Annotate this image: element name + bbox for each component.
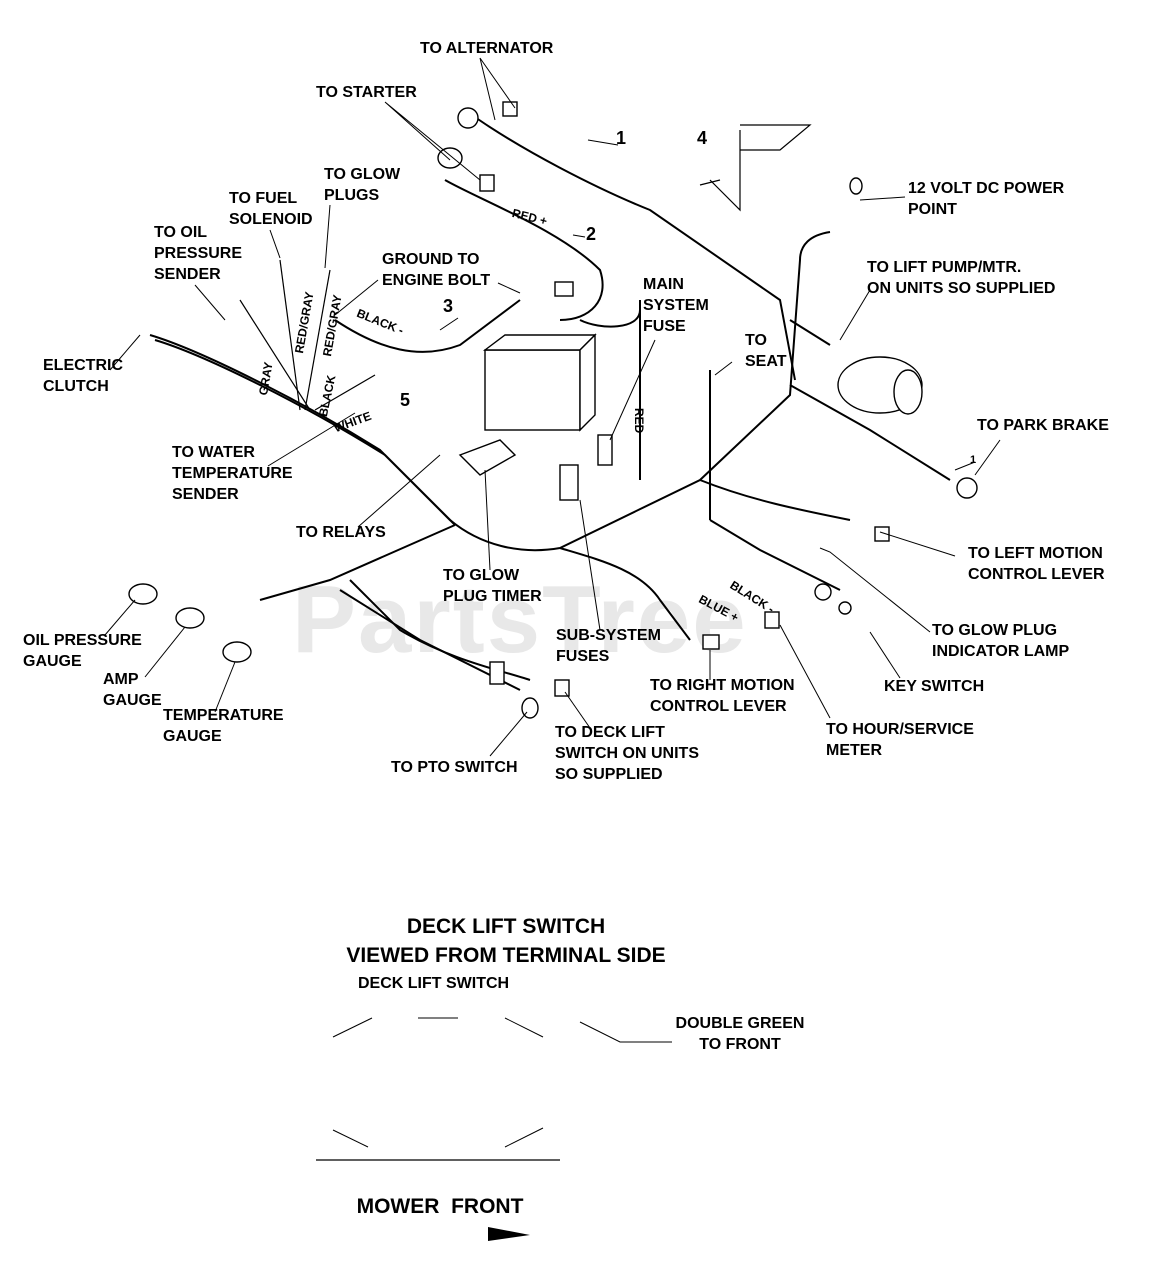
label-to-left-motion-control-lever: TO LEFT MOTION CONTROL LEVER xyxy=(968,545,1105,583)
callout-5: 5 xyxy=(400,390,411,410)
deck-lift-switch-subtitle: DECK LIFT SWITCH xyxy=(358,975,510,992)
label-sub-system-fuses: SUB-SYSTEM FUSES xyxy=(556,627,661,665)
label-to-lift-pump: TO LIFT PUMP/MTR. ON UNITS SO SUPPLIED xyxy=(867,259,1056,297)
label-to-water-temperature-sender: TO WATER TEMPERATURE SENDER xyxy=(172,444,293,503)
label-to-park-brake: TO PARK BRAKE xyxy=(977,417,1109,434)
label-to-relays: TO RELAYS xyxy=(296,524,386,541)
label-to-pto-switch: TO PTO SWITCH xyxy=(391,759,518,776)
mower-front-label: MOWER FRONT xyxy=(356,1195,524,1218)
label-to-glow-plugs: TO GLOW PLUGS xyxy=(324,166,401,204)
callout-1-small: 1 xyxy=(970,454,977,466)
label-to-starter: TO STARTER xyxy=(316,84,417,101)
label-to-glow-plug-indicator-lamp: TO GLOW PLUG INDICATOR LAMP xyxy=(932,622,1070,660)
label-oil-pressure-gauge: OIL PRESSURE GAUGE xyxy=(23,632,142,670)
label-electric-clutch: ELECTRIC CLUTCH xyxy=(43,357,123,395)
label-to-hour-service-meter: TO HOUR/SERVICE METER xyxy=(826,721,974,759)
callout-2: 2 xyxy=(586,224,597,244)
label-key-switch: KEY SWITCH xyxy=(884,678,985,695)
label-to-alternator: TO ALTERNATOR xyxy=(420,40,554,57)
wire-label-red: RED xyxy=(632,408,646,434)
label-to-fuel-solenoid: TO FUEL SOLENOID xyxy=(229,190,313,228)
label-to-right-motion-control-lever: TO RIGHT MOTION CONTROL LEVER xyxy=(650,677,795,715)
partstree-watermark: PartsTree xyxy=(292,566,748,673)
label-ground-to-engine-bolt: GROUND TO ENGINE BOLT xyxy=(382,251,491,289)
callout-4: 4 xyxy=(697,128,708,148)
front-arrow-icon xyxy=(488,1227,530,1241)
label-amp-gauge: AMP GAUGE xyxy=(103,671,162,709)
label-to-seat: TO SEAT xyxy=(745,332,787,370)
double-green-note: DOUBLE GREEN TO FRONT xyxy=(675,1015,805,1053)
deck-lift-switch-title: DECK LIFT SWITCH VIEWED FROM TERMINAL SI… xyxy=(346,915,666,967)
callout-1: 1 xyxy=(616,128,627,148)
callout-3: 3 xyxy=(443,296,454,316)
label-to-glow-plug-timer: TO GLOW PLUG TIMER xyxy=(443,567,542,605)
label-to-oil-pressure-sender: TO OIL PRESSURE SENDER xyxy=(154,224,243,283)
label-main-system-fuse: MAIN SYSTEM FUSE xyxy=(643,276,709,335)
label-temperature-gauge: TEMPERATURE GAUGE xyxy=(163,707,284,745)
label-power-point: 12 VOLT DC POWER POINT xyxy=(908,180,1065,218)
label-to-deck-lift-switch: TO DECK LIFT SWITCH ON UNITS SO SUPPLIED xyxy=(555,724,699,783)
